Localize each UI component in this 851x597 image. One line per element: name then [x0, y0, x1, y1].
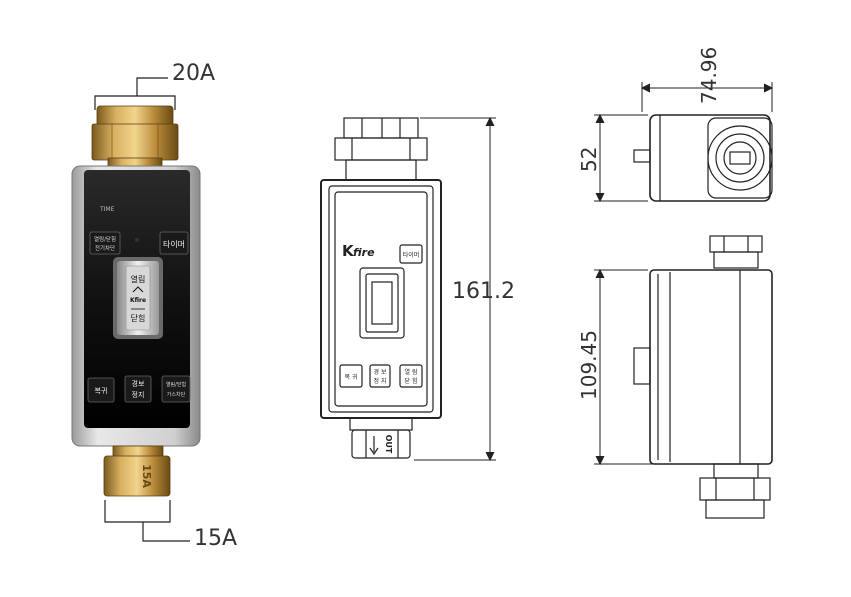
close-label: 닫힘	[131, 313, 146, 323]
slider-brand-label: Kfire	[130, 297, 146, 304]
outlet-size-label: 15A	[194, 526, 237, 551]
electric-cutoff-label: 전기차단	[95, 244, 115, 252]
time-label: TIME	[99, 206, 115, 213]
front-view-drawing	[320, 117, 442, 459]
reset-button[interactable]: 복귀	[87, 377, 115, 403]
photo-panel: 20A TIME 열림/닫힘 전기차단 타이머	[71, 61, 237, 551]
drawing-reset-button	[339, 364, 363, 388]
front-height-label: 161.2	[452, 279, 515, 304]
open-close-electric-button[interactable]: 열림/닫힘 전기차단	[89, 231, 121, 255]
gas-open-close-label: 열림/닫힘	[166, 381, 186, 388]
top-view-drawing	[633, 114, 773, 202]
top-width-dimension	[640, 82, 774, 112]
gas-cutoff-button[interactable]: 열림/닫힘 가스차단	[161, 375, 191, 403]
top-width-label: 74.96	[697, 47, 721, 104]
outlet-brass-fitting: 15A	[103, 445, 171, 497]
side-height-label: 109.45	[577, 330, 601, 400]
drawing-alarm-button	[369, 364, 391, 388]
inlet-brass-fitting	[91, 105, 179, 171]
drawing-open-label: 열 림	[405, 368, 418, 376]
pipe-stamp-label: 15A	[140, 464, 153, 488]
timer-button[interactable]: 타이머	[159, 231, 189, 255]
side-view-drawing	[633, 235, 773, 519]
drawing-stop-label: 정 지	[374, 377, 387, 385]
front-height-dimension	[414, 116, 496, 462]
gas-cutoff-label: 가스차단	[167, 391, 186, 398]
open-label: 열림	[131, 274, 146, 284]
drawing-out-label: OUT	[384, 435, 393, 454]
chevron-up-icon	[132, 286, 144, 293]
drawing-alarm-label: 경 보	[374, 369, 387, 376]
drawing-open-close-button	[399, 364, 423, 388]
alarm-stop-button[interactable]: 경보 정지	[124, 375, 152, 403]
reset-label: 복귀	[95, 386, 108, 395]
timer-label: 타이머	[163, 239, 185, 249]
drawing-brand-fire: fire	[353, 246, 375, 259]
side-height-dimension	[594, 268, 712, 466]
drawing-reset-label: 복 귀	[345, 373, 358, 381]
top-depth-dimension	[594, 113, 648, 203]
drawing-timer-label: 타이머	[403, 251, 420, 259]
timer-led-icon	[135, 238, 139, 242]
open-close-slider[interactable]: 열림 Kfire 닫힘	[113, 257, 163, 339]
drawing-close-label: 닫 힘	[405, 377, 418, 385]
inlet-dimension: 20A	[94, 61, 215, 110]
stop-label: 정지	[132, 390, 145, 399]
open-close-label: 열림/닫힘	[94, 235, 116, 243]
drawing-brand-k: K	[342, 242, 355, 260]
alarm-label: 경보	[132, 379, 145, 388]
outlet-dimension: 15A	[104, 500, 237, 551]
drawing-timer-button	[399, 244, 423, 264]
top-depth-label: 52	[577, 147, 601, 172]
inlet-size-label: 20A	[172, 61, 215, 86]
